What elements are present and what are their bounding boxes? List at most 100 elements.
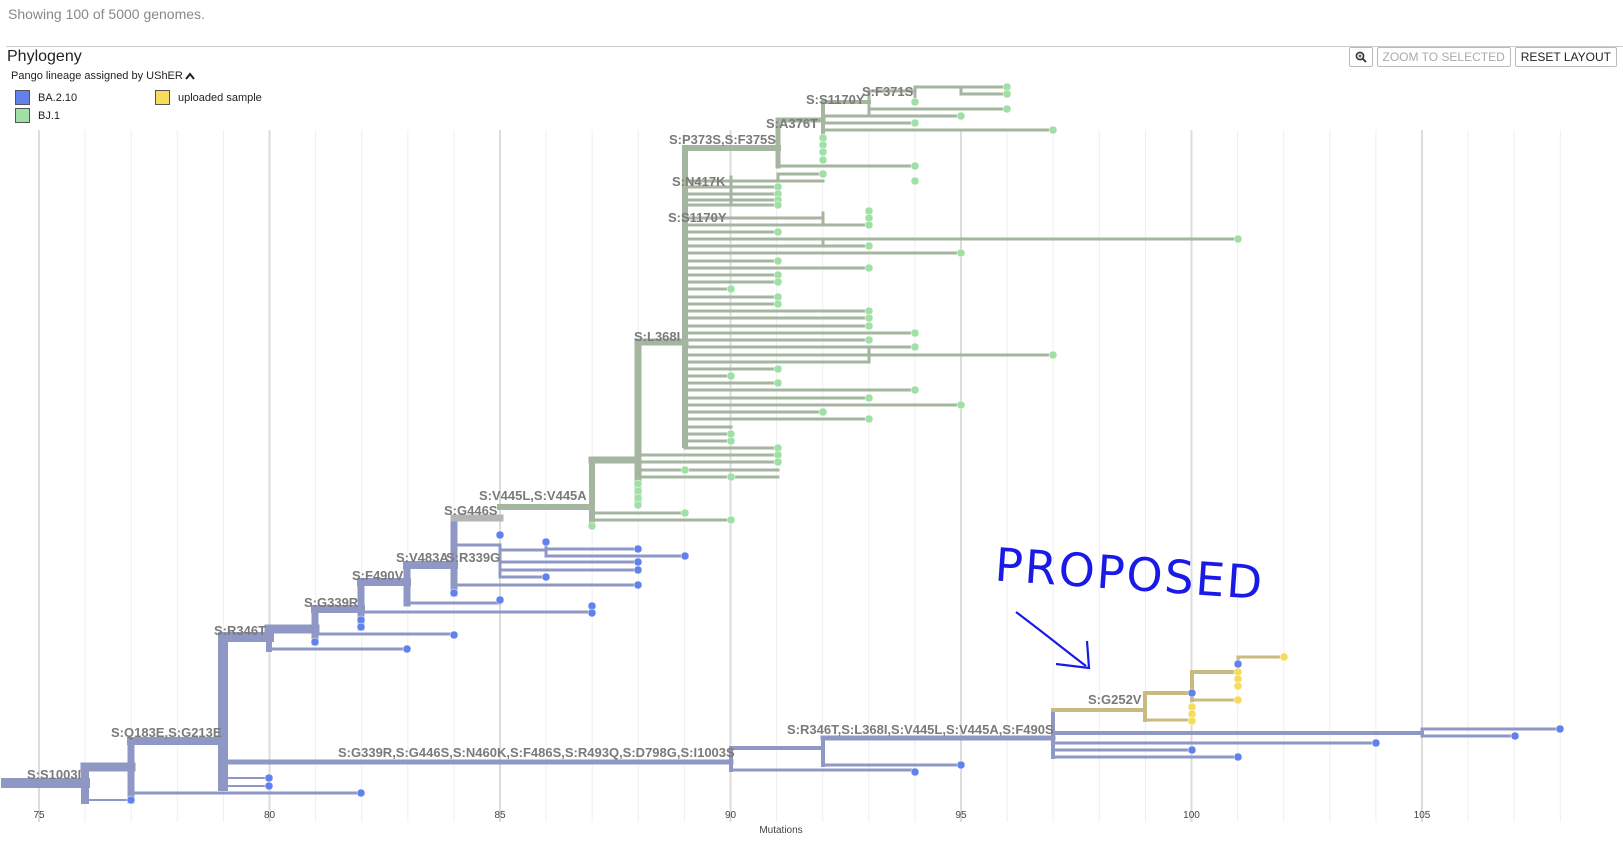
sample-tip[interactable]	[773, 378, 783, 388]
mutation-label: S:R346T,S:L368I,S:V445L,S:V445A,S:F490S	[787, 722, 1054, 737]
sample-tip[interactable]	[402, 644, 412, 654]
sample-tip[interactable]	[773, 256, 783, 266]
sample-tip[interactable]	[1371, 738, 1381, 748]
mutation-label: S:F371S	[862, 84, 914, 99]
sample-tip[interactable]	[864, 313, 874, 323]
sample-tip[interactable]	[680, 508, 690, 518]
sample-tip[interactable]	[633, 565, 643, 575]
zoom-to-selected-button[interactable]: ZOOM TO SELECTED	[1376, 47, 1511, 67]
sample-tip[interactable]	[773, 200, 783, 210]
mutation-label: S:N417K	[672, 174, 726, 189]
legend-title[interactable]: Pango lineage assigned by UShER	[11, 70, 195, 82]
sample-tip[interactable]	[633, 500, 643, 510]
sample-tip[interactable]	[818, 169, 828, 179]
sample-tip[interactable]	[633, 544, 643, 554]
sample-tip[interactable]	[956, 111, 966, 121]
sample-tip[interactable]	[1048, 125, 1058, 135]
sample-tip[interactable]	[726, 472, 736, 482]
sample-tip[interactable]	[864, 393, 874, 403]
mutation-label: S:G339R	[304, 595, 359, 610]
sample-tip[interactable]	[449, 588, 459, 598]
sample-tip[interactable]	[956, 400, 966, 410]
sample-tip[interactable]	[1233, 659, 1243, 669]
sample-tip[interactable]	[726, 371, 736, 381]
sample-tip[interactable]	[910, 97, 920, 107]
sample-tip[interactable]	[910, 385, 920, 395]
sample-tip[interactable]	[773, 457, 783, 467]
sample-tip[interactable]	[910, 161, 920, 171]
sample-tip[interactable]	[1187, 716, 1197, 726]
legend-item-uploaded-sample[interactable]: uploaded sample	[155, 90, 262, 105]
mutation-label: S:R339G	[446, 550, 500, 565]
sample-tip[interactable]	[1002, 104, 1012, 114]
sample-tip[interactable]	[495, 595, 505, 605]
sample-tip[interactable]	[587, 608, 597, 618]
sample-tip[interactable]	[495, 530, 505, 540]
sample-tip[interactable]	[910, 342, 920, 352]
sample-tip[interactable]	[956, 760, 966, 770]
mutation-label: S:S1003I	[27, 767, 81, 782]
sample-tip[interactable]	[773, 299, 783, 309]
sample-tip[interactable]	[1187, 745, 1197, 755]
sample-tip[interactable]	[910, 118, 920, 128]
sample-tip[interactable]	[633, 580, 643, 590]
sample-tip[interactable]	[1233, 752, 1243, 762]
sample-tip[interactable]	[726, 436, 736, 446]
sample-tip[interactable]	[356, 622, 366, 632]
sample-tip[interactable]	[726, 284, 736, 294]
sample-tip[interactable]	[864, 414, 874, 424]
sample-tip[interactable]	[818, 155, 828, 165]
sample-tip[interactable]	[910, 767, 920, 777]
chevron-up-icon[interactable]	[185, 72, 195, 80]
sample-tip[interactable]	[356, 788, 366, 798]
sample-tip[interactable]	[680, 465, 690, 475]
mutation-label: S:S1170Y	[668, 210, 727, 225]
header-divider	[6, 46, 1623, 47]
sample-tip[interactable]	[1233, 681, 1243, 691]
sample-tip[interactable]	[864, 220, 874, 230]
sample-tip[interactable]	[1555, 724, 1565, 734]
sample-tip[interactable]	[773, 277, 783, 287]
sample-tip[interactable]	[541, 537, 551, 547]
legend-swatch	[15, 90, 30, 105]
sample-tip[interactable]	[541, 572, 551, 582]
sample-tip[interactable]	[1048, 350, 1058, 360]
sample-tip[interactable]	[910, 328, 920, 338]
mutation-label: S:R346T	[214, 623, 266, 638]
sample-tip[interactable]	[910, 176, 920, 186]
tree-toolbar: ZOOM TO SELECTED RESET LAYOUT	[1348, 47, 1617, 67]
sample-tip[interactable]	[773, 364, 783, 374]
sample-tip[interactable]	[126, 795, 136, 805]
annotation-arrow-shaft	[1015, 611, 1087, 667]
sample-tip[interactable]	[310, 637, 320, 647]
mutation-label: S:A376T	[766, 116, 818, 131]
sample-tip[interactable]	[1187, 688, 1197, 698]
sample-tip[interactable]	[587, 521, 597, 531]
sample-tip[interactable]	[1279, 652, 1289, 662]
sample-tip[interactable]	[1233, 234, 1243, 244]
magnifier-icon[interactable]	[1348, 47, 1373, 67]
sample-tip[interactable]	[818, 147, 828, 157]
sample-tip[interactable]	[264, 773, 274, 783]
mutation-label: S:V483A	[396, 550, 449, 565]
sample-tip[interactable]	[1510, 731, 1520, 741]
reset-layout-button[interactable]: RESET LAYOUT	[1514, 47, 1617, 67]
sample-tip[interactable]	[864, 241, 874, 251]
legend-item-bj1[interactable]: BJ.1	[15, 108, 60, 123]
sample-tip[interactable]	[633, 557, 643, 567]
sample-tip[interactable]	[864, 335, 874, 345]
sample-tip[interactable]	[680, 551, 690, 561]
sample-tip[interactable]	[264, 781, 274, 791]
sample-tip[interactable]	[818, 407, 828, 417]
sample-tip[interactable]	[956, 248, 966, 258]
sample-tip[interactable]	[449, 630, 459, 640]
sample-tip[interactable]	[726, 515, 736, 525]
sample-tip[interactable]	[864, 321, 874, 331]
legend-item-ba210[interactable]: BA.2.10	[15, 90, 77, 105]
sample-tip[interactable]	[864, 263, 874, 273]
sample-tip[interactable]	[773, 227, 783, 237]
sample-tip[interactable]	[1233, 695, 1243, 705]
panel-title: Phylogeny	[7, 48, 82, 65]
sample-tip[interactable]	[1002, 89, 1012, 99]
